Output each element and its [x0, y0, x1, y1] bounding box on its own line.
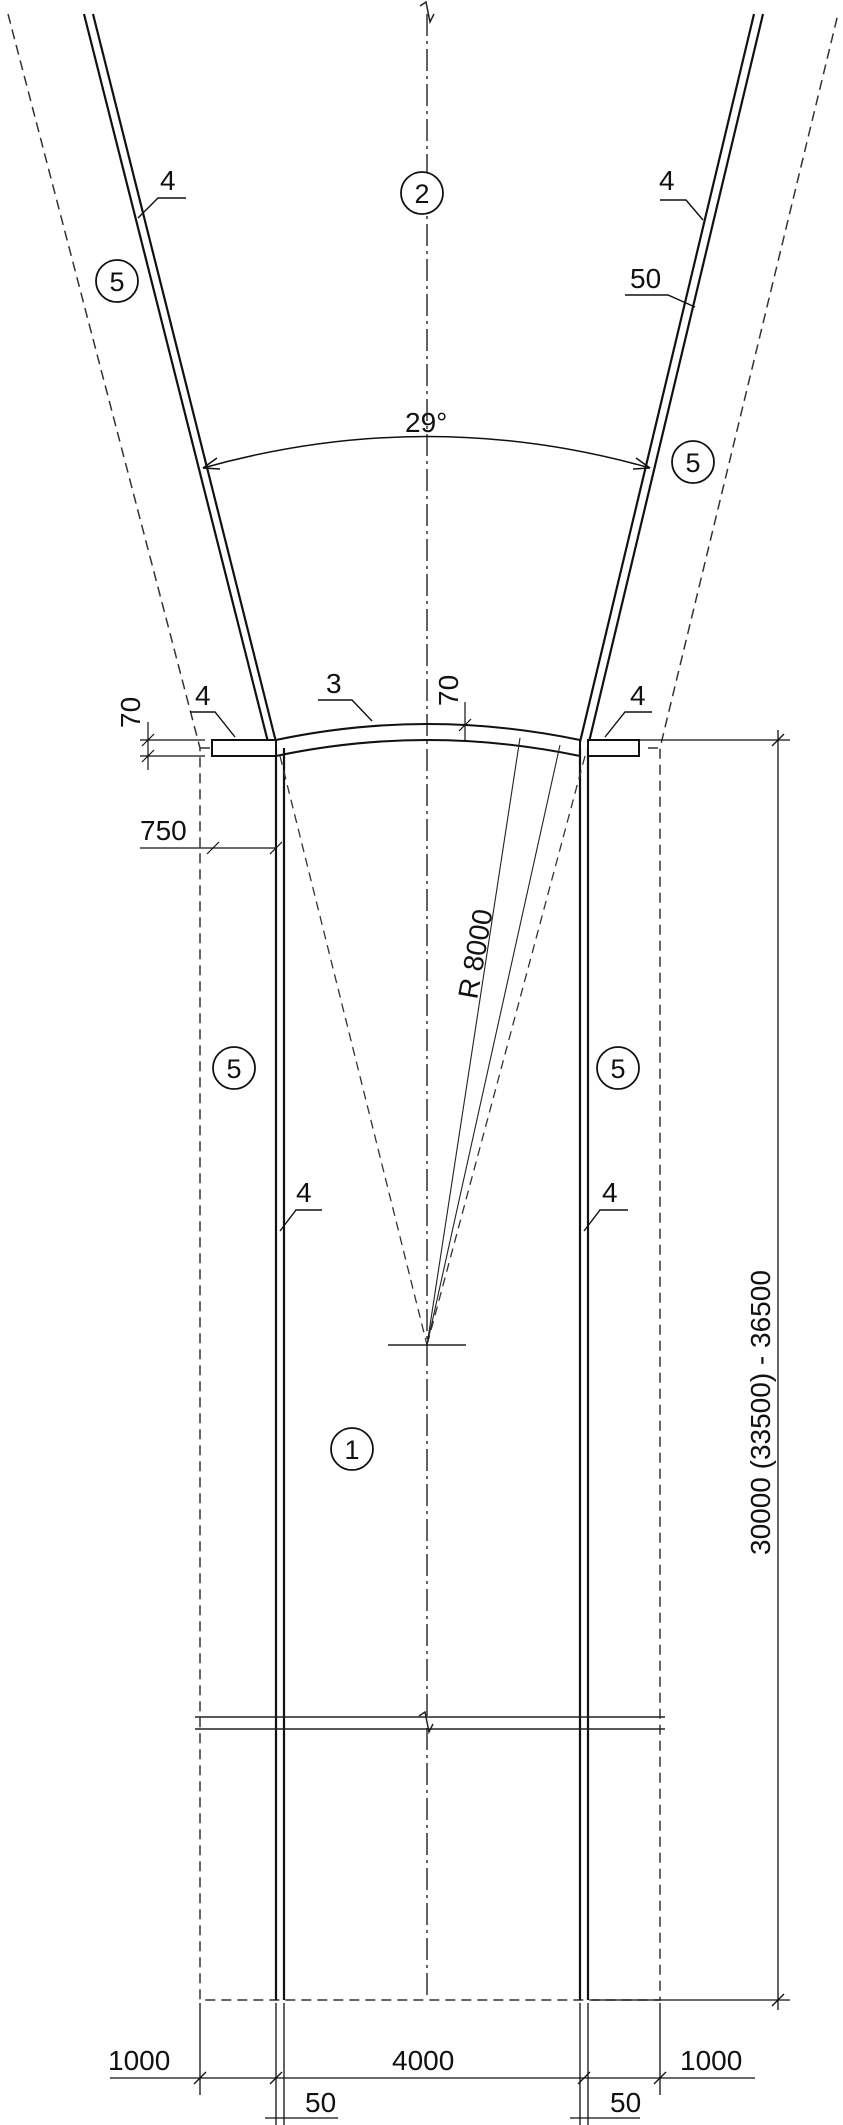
zone-1-marker: 1	[330, 1427, 374, 1471]
dim-4000-label: 4000	[392, 2045, 454, 2076]
dim-50-label: 50	[630, 263, 661, 294]
leaders-4	[137, 197, 704, 1232]
dim-50-right-label: 50	[610, 2087, 641, 2118]
dim-70-left-label: 70	[115, 697, 146, 728]
zone-5-marker: 5	[596, 1046, 640, 1090]
horizontal-break	[195, 1716, 665, 1730]
dim-70-arch	[458, 702, 472, 742]
part-4-label: 4	[659, 165, 675, 196]
arch	[275, 723, 581, 757]
part-3-label: 3	[326, 668, 342, 699]
zone-2-marker: 2	[400, 171, 444, 215]
dim-70-arch-label: 70	[433, 675, 464, 706]
zone-2-label: 2	[414, 179, 429, 209]
ledge-plates	[211, 739, 640, 757]
zone-5-label: 5	[109, 267, 124, 297]
angle-dimension	[202, 435, 651, 470]
part-4-label: 4	[602, 1177, 618, 1208]
radius-lines	[388, 737, 561, 1346]
zone-5-label: 5	[610, 1054, 625, 1084]
part-4-label: 4	[160, 165, 176, 196]
zone-5-label: 5	[685, 448, 700, 478]
angle-label: 29°	[405, 407, 447, 438]
break-marks	[418, 0, 435, 1735]
zone-5-marker: 5	[95, 259, 139, 303]
dim-750	[140, 841, 283, 855]
dim-70-left	[140, 722, 205, 770]
zone-5-marker: 5	[671, 440, 715, 484]
part-4-label: 4	[296, 1177, 312, 1208]
dim-height-label: 30000 (33500) - 36500	[745, 1270, 776, 1555]
part-4-label: 4	[195, 680, 211, 711]
radius-label: R 8000	[452, 907, 498, 1001]
dim-1000-right-label: 1000	[680, 2045, 742, 2076]
zone-5-label: 5	[226, 1054, 241, 1084]
part-4-label: 4	[630, 680, 646, 711]
zone-5-marker: 5	[212, 1046, 256, 1090]
shaft-lining	[274, 748, 590, 2000]
cone-lining	[82, 13, 765, 743]
radius-construction	[279, 755, 586, 1346]
zone-1-label: 1	[344, 1435, 359, 1465]
dim-1000-left-label: 1000	[108, 2045, 170, 2076]
outer-contour	[7, 13, 839, 2001]
dim-750-label: 750	[140, 815, 187, 846]
dim-height	[592, 730, 790, 2010]
dim-bottom	[110, 2003, 755, 2125]
dim-50-left-label: 50	[305, 2087, 336, 2118]
